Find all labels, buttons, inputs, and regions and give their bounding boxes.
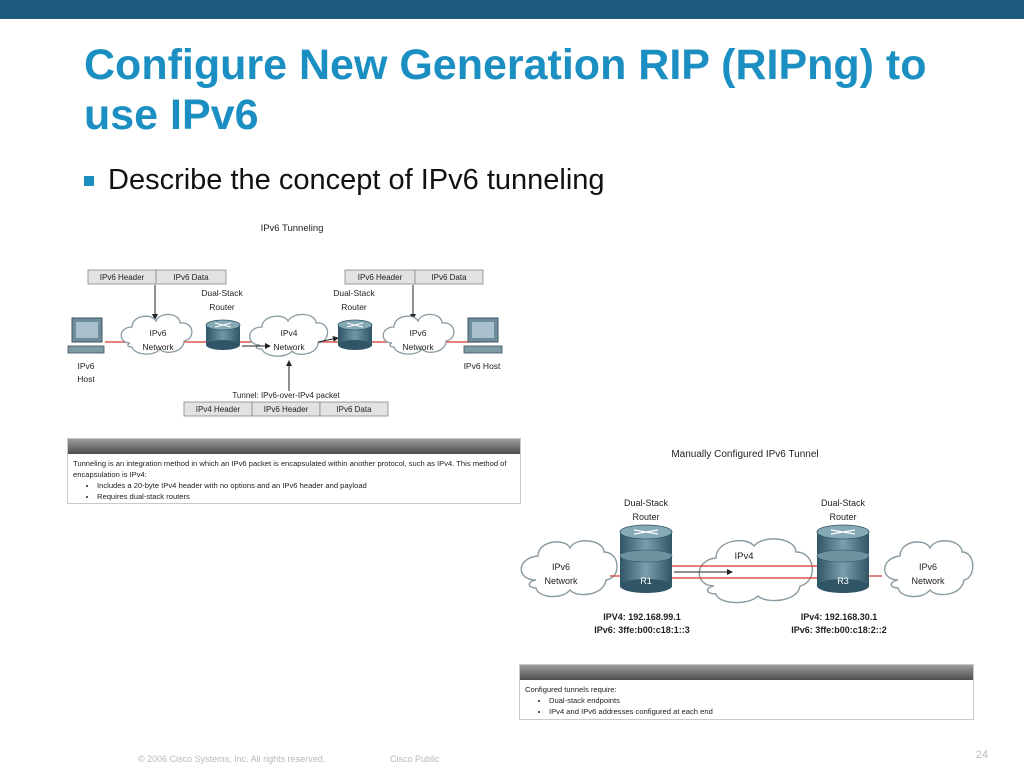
packet-field: IPv6 Header <box>100 273 145 282</box>
cloud-label: IPv6 <box>409 328 426 338</box>
router-name: R1 <box>640 576 652 586</box>
bullet-square-icon <box>84 175 94 186</box>
info-text: Configured tunnels require: <box>525 685 617 694</box>
r1-ipv4-address: IPV4: 192.168.99.1 <box>603 612 681 622</box>
info-box-content: Tunneling is an integration method in wh… <box>68 454 520 506</box>
top-banner <box>0 0 1024 19</box>
info-box-content: Configured tunnels require: Dual-stack e… <box>520 680 973 721</box>
host-label: Host <box>77 374 95 384</box>
list-item: Requires dual-stack routers <box>97 491 515 502</box>
router-label: Router <box>632 512 659 522</box>
router-label: Router <box>829 512 856 522</box>
info-list: Includes a 20-byte IPv4 header with no o… <box>73 480 515 502</box>
info-box-header <box>68 439 520 454</box>
list-item: Includes a 20-byte IPv4 header with no o… <box>97 480 515 491</box>
r3-ipv4-address: IPv4: 192.168.30.1 <box>801 612 878 622</box>
cloud-label: IPv4 <box>734 551 753 562</box>
cloud-label: Network <box>911 576 945 586</box>
packet-field: IPv6 Data <box>173 273 209 282</box>
packet-field: IPv6 Header <box>358 273 403 282</box>
info-box-header <box>520 665 973 680</box>
host-label: IPv6 Host <box>464 361 501 371</box>
router-label: Dual-Stack <box>624 498 669 508</box>
packet-field: IPv4 Header <box>196 405 241 414</box>
packet-field: IPv6 Data <box>431 273 467 282</box>
page-number: 24 <box>975 749 988 761</box>
tunnel-label: Tunnel: IPv6-over-IPv4 packet <box>232 391 340 400</box>
host-label: IPv6 <box>77 361 94 371</box>
diagram-title: IPv6 Tunneling <box>261 223 324 234</box>
configured-tunnel-info-box: Configured tunnels require: Dual-stack e… <box>519 664 974 720</box>
tunnel-packet: IPv4 Header IPv6 Header IPv6 Data <box>183 401 389 417</box>
router-label: Router <box>209 302 235 312</box>
list-item: IPv4 and IPv6 addresses configured at ea… <box>549 706 968 717</box>
left-ipv6-packet: IPv6 Header IPv6 Data <box>87 269 227 285</box>
host-computer-icon <box>67 317 105 354</box>
packet-field: IPv6 Header <box>264 405 309 414</box>
right-ipv6-packet: IPv6 Header IPv6 Data <box>344 269 484 285</box>
router-label: Dual-Stack <box>821 498 866 508</box>
router-r1-icon <box>619 524 673 593</box>
bullet-item: Describe the concept of IPv6 tunneling <box>84 164 605 197</box>
diagram-title: Manually Configured IPv6 Tunnel <box>671 449 818 460</box>
packet-field: IPv6 Data <box>336 405 372 414</box>
cloud-label: Network <box>142 342 174 352</box>
tunneling-info-box: Tunneling is an integration method in wh… <box>67 438 521 504</box>
router-icon <box>337 319 373 350</box>
tunnel-arrow <box>317 336 339 343</box>
cloud-label: Network <box>273 342 305 352</box>
ipv4-network-cloud-icon <box>698 538 814 604</box>
footer-copyright: © 2006 Cisco Systems, Inc. All rights re… <box>138 754 326 764</box>
ipv6-network-cloud-icon <box>120 313 193 355</box>
router-icon <box>205 319 241 350</box>
footer-classification: Cisco Public <box>390 754 440 764</box>
router-label: Router <box>341 302 367 312</box>
cloud-label: IPv6 <box>552 562 570 572</box>
list-item: Dual-stack endpoints <box>549 695 968 706</box>
bullet-text: Describe the concept of IPv6 tunneling <box>108 164 605 196</box>
cloud-label: Network <box>402 342 434 352</box>
r1-ipv6-address: IPv6: 3ffe:b00:c18:1::3 <box>594 625 690 635</box>
router-name: R3 <box>837 576 849 586</box>
cloud-label: IPv4 <box>280 328 297 338</box>
cloud-label: Network <box>544 576 578 586</box>
ipv6-tunneling-diagram: IPv6 Tunneling IPv6 Header IPv6 Data IPv… <box>67 223 503 417</box>
ipv6-network-cloud-icon <box>382 313 455 355</box>
manual-tunnel-diagram: Manually Configured IPv6 Tunnel Dual-Sta… <box>520 449 974 635</box>
router-label: Dual-Stack <box>201 288 243 298</box>
slide-title: Configure New Generation RIP (RIPng) to … <box>84 41 927 139</box>
info-list: Dual-stack endpoints IPv4 and IPv6 addre… <box>525 695 968 717</box>
ipv6-network-cloud-icon <box>884 540 974 598</box>
cloud-label: IPv6 <box>149 328 166 338</box>
router-r3-icon <box>816 524 870 593</box>
r3-ipv6-address: IPv6: 3ffe:b00:c18:2::2 <box>791 625 887 635</box>
router-label: Dual-Stack <box>333 288 375 298</box>
info-text: Tunneling is an integration method in wh… <box>73 459 507 479</box>
host-computer-icon <box>463 317 503 354</box>
ipv6-network-cloud-icon <box>520 540 618 598</box>
cloud-label: IPv6 <box>919 562 937 572</box>
